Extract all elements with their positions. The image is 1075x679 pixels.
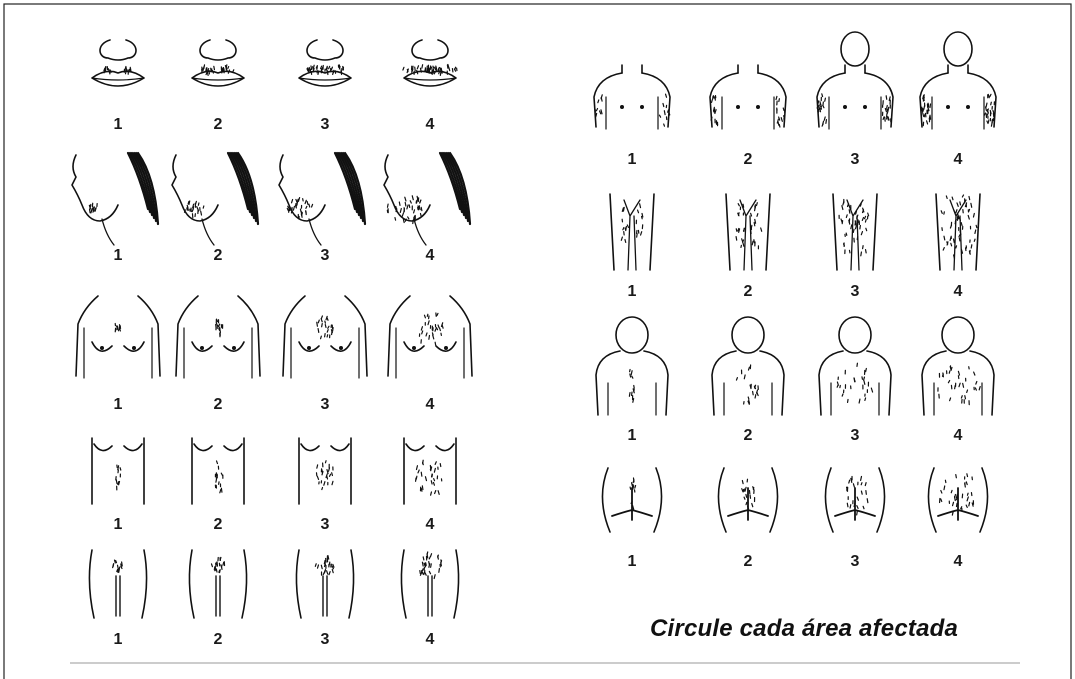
- lower-abdomen-grade-2-figure: [189, 550, 246, 618]
- upper-abdomen-grade-label: 1: [103, 516, 133, 534]
- upper-arms-grade-1-figure: [594, 65, 670, 129]
- chin-grade-label: 1: [103, 247, 133, 265]
- upper-lip-grade-1-figure: [92, 40, 144, 86]
- back-grade-3-figure: [819, 317, 891, 415]
- chin-grade-label: 2: [203, 247, 233, 265]
- upper-lip-grade-label: 2: [203, 116, 233, 134]
- chin-grade-2-figure: [172, 153, 258, 245]
- upper-lip-grade-label: 1: [103, 116, 133, 134]
- thighs-grade-label: 1: [617, 283, 647, 301]
- lower-abdomen-grade-4-figure: [401, 550, 458, 618]
- chest-grade-1-figure: [76, 296, 160, 378]
- lower-abdomen-grade-label: 1: [103, 631, 133, 649]
- back-grade-1-figure: [596, 317, 668, 415]
- upper-lip-grade-label: 3: [310, 116, 340, 134]
- upper-abdomen-grade-4-figure: [404, 438, 456, 504]
- instruction-text: Circule cada área afectada: [650, 615, 990, 643]
- upper-arms-grade-4-figure: [920, 32, 996, 129]
- lower-abdomen-grade-1-figure: [89, 550, 146, 618]
- back-grade-2-figure: [712, 317, 784, 415]
- thighs-grade-4-figure: [936, 194, 980, 270]
- lower-abdomen-grade-3-figure: [296, 550, 353, 618]
- upper-arms-grade-label: 3: [840, 151, 870, 169]
- chest-grade-2-figure: [176, 296, 260, 378]
- chest-grade-label: 3: [310, 396, 340, 414]
- chest-grade-3-figure: [283, 296, 367, 378]
- chin-grade-4-figure: [384, 153, 470, 245]
- chin-grade-1-figure: [72, 153, 158, 245]
- thighs-grade-1-figure: [610, 194, 654, 270]
- buttocks-grade-label: 2: [733, 553, 763, 571]
- lower-abdomen-grade-label: 3: [310, 631, 340, 649]
- upper-arms-grade-label: 4: [943, 151, 973, 169]
- back-grade-label: 3: [840, 427, 870, 445]
- lower-abdomen-grade-label: 2: [203, 631, 233, 649]
- back-grade-label: 1: [617, 427, 647, 445]
- back-grade-label: 4: [943, 427, 973, 445]
- upper-abdomen-grade-label: 4: [415, 516, 445, 534]
- upper-abdomen-grade-label: 2: [203, 516, 233, 534]
- thighs-grade-3-figure: [833, 194, 877, 270]
- chin-grade-label: 4: [415, 247, 445, 265]
- upper-arms-grade-label: 2: [733, 151, 763, 169]
- chest-grade-4-figure: [388, 296, 472, 378]
- buttocks-grade-2-figure: [718, 468, 777, 532]
- thighs-grade-label: 2: [733, 283, 763, 301]
- chest-grade-label: 1: [103, 396, 133, 414]
- upper-arms-grade-2-figure: [710, 65, 786, 129]
- buttocks-grade-3-figure: [825, 468, 884, 532]
- thighs-grade-2-figure: [726, 194, 770, 270]
- upper-arms-grade-3-figure: [817, 32, 893, 129]
- chin-grade-label: 3: [310, 247, 340, 265]
- upper-abdomen-grade-3-figure: [299, 438, 351, 504]
- buttocks-grade-label: 3: [840, 553, 870, 571]
- buttocks-grade-4-figure: [928, 468, 987, 532]
- upper-abdomen-grade-1-figure: [92, 438, 144, 504]
- chest-grade-label: 2: [203, 396, 233, 414]
- buttocks-grade-label: 4: [943, 553, 973, 571]
- upper-lip-grade-4-figure: [403, 40, 457, 86]
- back-grade-4-figure: [922, 317, 994, 415]
- upper-lip-grade-3-figure: [299, 40, 351, 86]
- back-grade-label: 2: [733, 427, 763, 445]
- chest-grade-label: 4: [415, 396, 445, 414]
- upper-lip-grade-2-figure: [192, 40, 244, 86]
- thighs-grade-label: 4: [943, 283, 973, 301]
- upper-arms-grade-label: 1: [617, 151, 647, 169]
- buttocks-grade-label: 1: [617, 553, 647, 571]
- buttocks-grade-1-figure: [602, 468, 661, 532]
- upper-abdomen-grade-label: 3: [310, 516, 340, 534]
- lower-abdomen-grade-label: 4: [415, 631, 445, 649]
- upper-abdomen-grade-2-figure: [192, 438, 244, 504]
- thighs-grade-label: 3: [840, 283, 870, 301]
- page-border: [4, 4, 1071, 679]
- upper-lip-grade-label: 4: [415, 116, 445, 134]
- chin-grade-3-figure: [279, 153, 365, 245]
